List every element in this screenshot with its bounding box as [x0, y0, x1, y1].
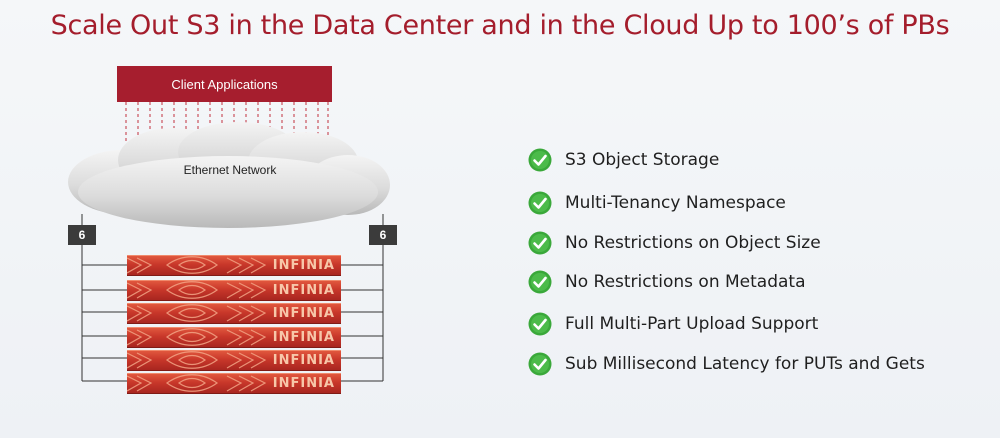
left-port-badge: 6 [68, 225, 96, 245]
check-circle-icon [528, 231, 552, 255]
infinia-server: INFINIA [127, 350, 341, 371]
client-applications-box: Client Applications [117, 66, 332, 102]
server-flame-art-icon [127, 351, 267, 369]
check-circle-icon [528, 352, 552, 376]
server-flame-art-icon [127, 374, 267, 392]
feature-item: S3 Object Storage [528, 148, 719, 172]
infinia-server: INFINIA [127, 373, 341, 394]
server-brand-label: INFINIA [272, 306, 335, 321]
infinia-server: INFINIA [127, 327, 341, 348]
ethernet-network-label: Ethernet Network [183, 163, 277, 177]
check-circle-icon [528, 191, 552, 215]
server-brand-label: INFINIA [272, 376, 335, 391]
server-brand-label: INFINIA [272, 330, 335, 345]
right-port-badge: 6 [369, 225, 397, 245]
server-flame-art-icon [127, 256, 267, 274]
server-flame-art-icon [127, 304, 267, 322]
server-brand-label: INFINIA [272, 258, 335, 273]
server-brand-label: INFINIA [272, 283, 335, 298]
ethernet-cloud-icon [68, 122, 390, 228]
check-circle-icon [528, 270, 552, 294]
feature-text: Sub Millisecond Latency for PUTs and Get… [565, 354, 925, 374]
check-circle-icon [528, 312, 552, 336]
feature-text: Multi-Tenancy Namespace [565, 193, 786, 213]
feature-item: No Restrictions on Object Size [528, 231, 821, 255]
slide-title: Scale Out S3 in the Data Center and in t… [50, 10, 950, 41]
client-applications-label: Client Applications [171, 76, 278, 92]
feature-text: S3 Object Storage [565, 150, 720, 170]
feature-item: Sub Millisecond Latency for PUTs and Get… [528, 352, 925, 376]
feature-text: No Restrictions on Object Size [565, 233, 821, 253]
server-flame-art-icon [127, 281, 267, 299]
check-circle-icon [528, 148, 552, 172]
server-brand-label: INFINIA [272, 353, 335, 368]
feature-text: Full Multi-Part Upload Support [565, 314, 819, 334]
server-flame-art-icon [127, 328, 267, 346]
feature-item: Full Multi-Part Upload Support [528, 312, 818, 336]
infinia-server: INFINIA [127, 255, 341, 276]
feature-item: No Restrictions on Metadata [528, 270, 806, 294]
feature-item: Multi-Tenancy Namespace [528, 191, 786, 215]
infinia-server: INFINIA [127, 303, 341, 324]
feature-text: No Restrictions on Metadata [565, 272, 806, 292]
infinia-server: INFINIA [127, 280, 341, 301]
